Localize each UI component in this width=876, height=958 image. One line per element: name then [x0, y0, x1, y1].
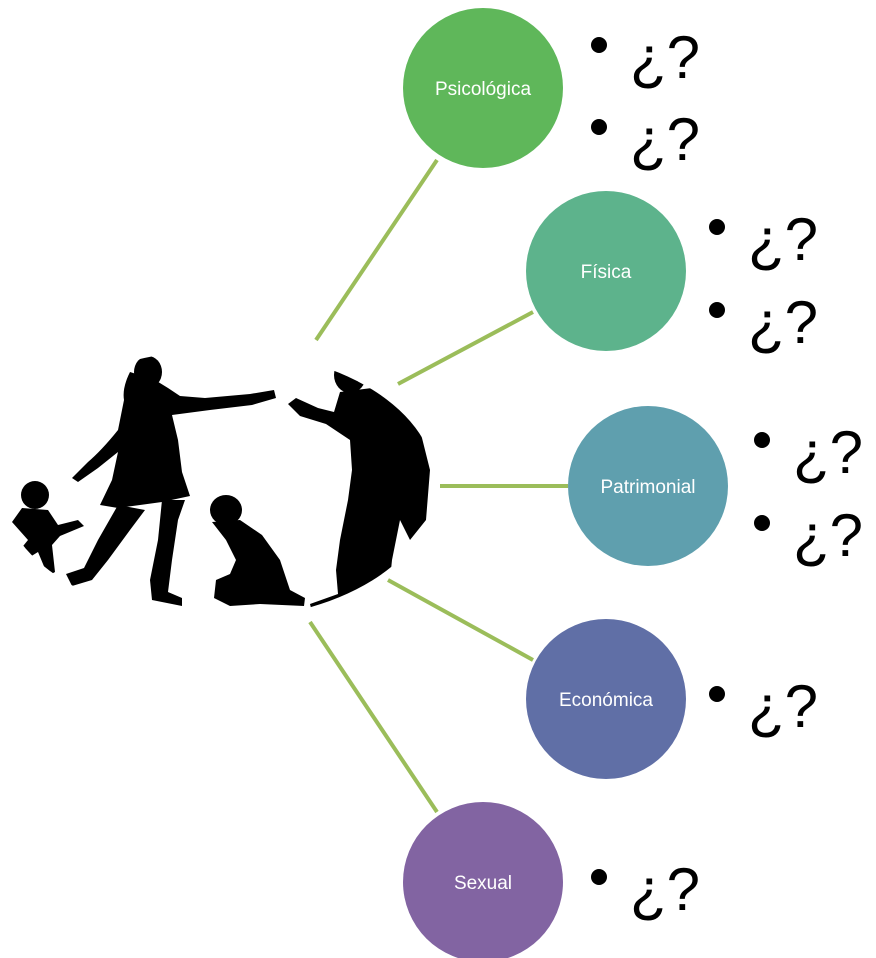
node-fisica-label: Física [581, 262, 632, 283]
child-silhouette [12, 481, 84, 576]
node-psicologica: Psicológica [403, 8, 563, 168]
connector-sexual [308, 620, 439, 814]
node-patrimonial: Patrimonial [568, 406, 728, 566]
bullet-dot [709, 686, 725, 702]
bullet-item: ¿? [709, 289, 818, 356]
bullet-text: ¿? [748, 289, 818, 356]
bullet-text: ¿? [748, 206, 818, 273]
bullet-text: ¿? [748, 673, 818, 740]
bullet-dot [754, 432, 770, 448]
node-psicologica-label: Psicológica [435, 79, 532, 100]
node-patrimonial-circle [568, 406, 728, 566]
bullet-text: ¿? [630, 106, 700, 173]
bullet-text: ¿? [793, 502, 863, 569]
node-economica: Económica [526, 619, 686, 779]
bullet-text: ¿? [793, 419, 863, 486]
node-fisica-circle [526, 191, 686, 351]
bullet-text: ¿? [630, 24, 700, 91]
bullet-item: ¿? [754, 419, 863, 486]
violence-scene-image [0, 350, 436, 620]
bullet-item: ¿? [754, 502, 863, 569]
bullet-lists: ¿? ¿? ¿? ¿? ¿? ¿? ¿? [591, 24, 863, 923]
bullet-item: ¿? [591, 106, 700, 173]
bullet-dot [709, 219, 725, 235]
woman-silhouette [66, 356, 276, 606]
node-economica-circle [526, 619, 686, 779]
node-economica-label: Económica [559, 690, 653, 711]
connector-psicologica [314, 158, 439, 342]
node-fisica: Física [526, 191, 686, 351]
bullet-item: ¿? [709, 206, 818, 273]
node-sexual-circle [403, 802, 563, 958]
bullet-dot [591, 119, 607, 135]
node-sexual-label: Sexual [454, 873, 512, 894]
bullet-dot [754, 515, 770, 531]
node-sexual: Sexual [403, 802, 563, 958]
connector-fisica [397, 310, 534, 386]
bullet-dot [709, 302, 725, 318]
connectors [308, 158, 568, 814]
bullet-item: ¿? [591, 856, 700, 923]
category-nodes: Psicológica Física Patrimonial Económica… [403, 8, 728, 958]
kneeling-child-silhouette [210, 495, 305, 606]
node-psicologica-circle [403, 8, 563, 168]
node-patrimonial-label: Patrimonial [600, 477, 695, 498]
bullet-item: ¿? [591, 24, 700, 91]
bullet-dot [591, 37, 607, 53]
bullet-dot [591, 869, 607, 885]
bullet-item: ¿? [709, 673, 818, 740]
connector-economica [387, 578, 534, 662]
bullet-text: ¿? [630, 856, 700, 923]
